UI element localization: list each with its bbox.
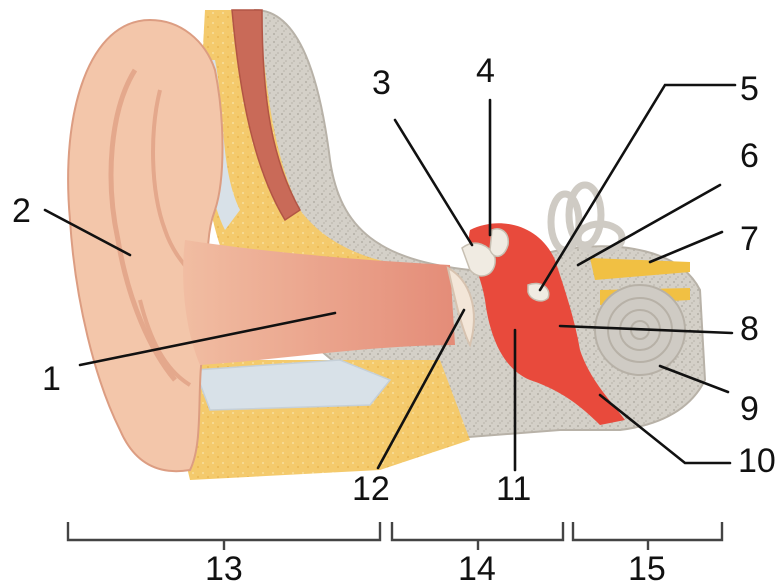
lower-cartilage — [195, 360, 390, 410]
label-11: 11 — [496, 470, 531, 508]
label-8: 8 — [740, 310, 759, 348]
semicircular-canals — [551, 185, 622, 252]
label-5: 5 — [740, 70, 759, 108]
label-6: 6 — [740, 137, 759, 175]
label-4: 4 — [476, 52, 495, 90]
label-12: 12 — [352, 470, 390, 508]
label-7: 7 — [740, 220, 759, 258]
section-label-outer: 13 — [205, 550, 243, 587]
section-label-middle: 14 — [458, 550, 496, 587]
label-3: 3 — [372, 64, 391, 102]
label-10: 10 — [738, 442, 776, 480]
leader-7 — [650, 232, 722, 262]
section-label-inner: 15 — [628, 550, 666, 587]
label-9: 9 — [740, 390, 759, 428]
section-brackets: 13 14 15 — [68, 522, 722, 587]
label-2: 2 — [12, 192, 31, 230]
bracket-middle — [392, 522, 563, 550]
bracket-outer — [68, 522, 380, 550]
leader-3 — [395, 120, 472, 245]
bracket-inner — [573, 522, 722, 550]
label-1: 1 — [42, 360, 61, 398]
